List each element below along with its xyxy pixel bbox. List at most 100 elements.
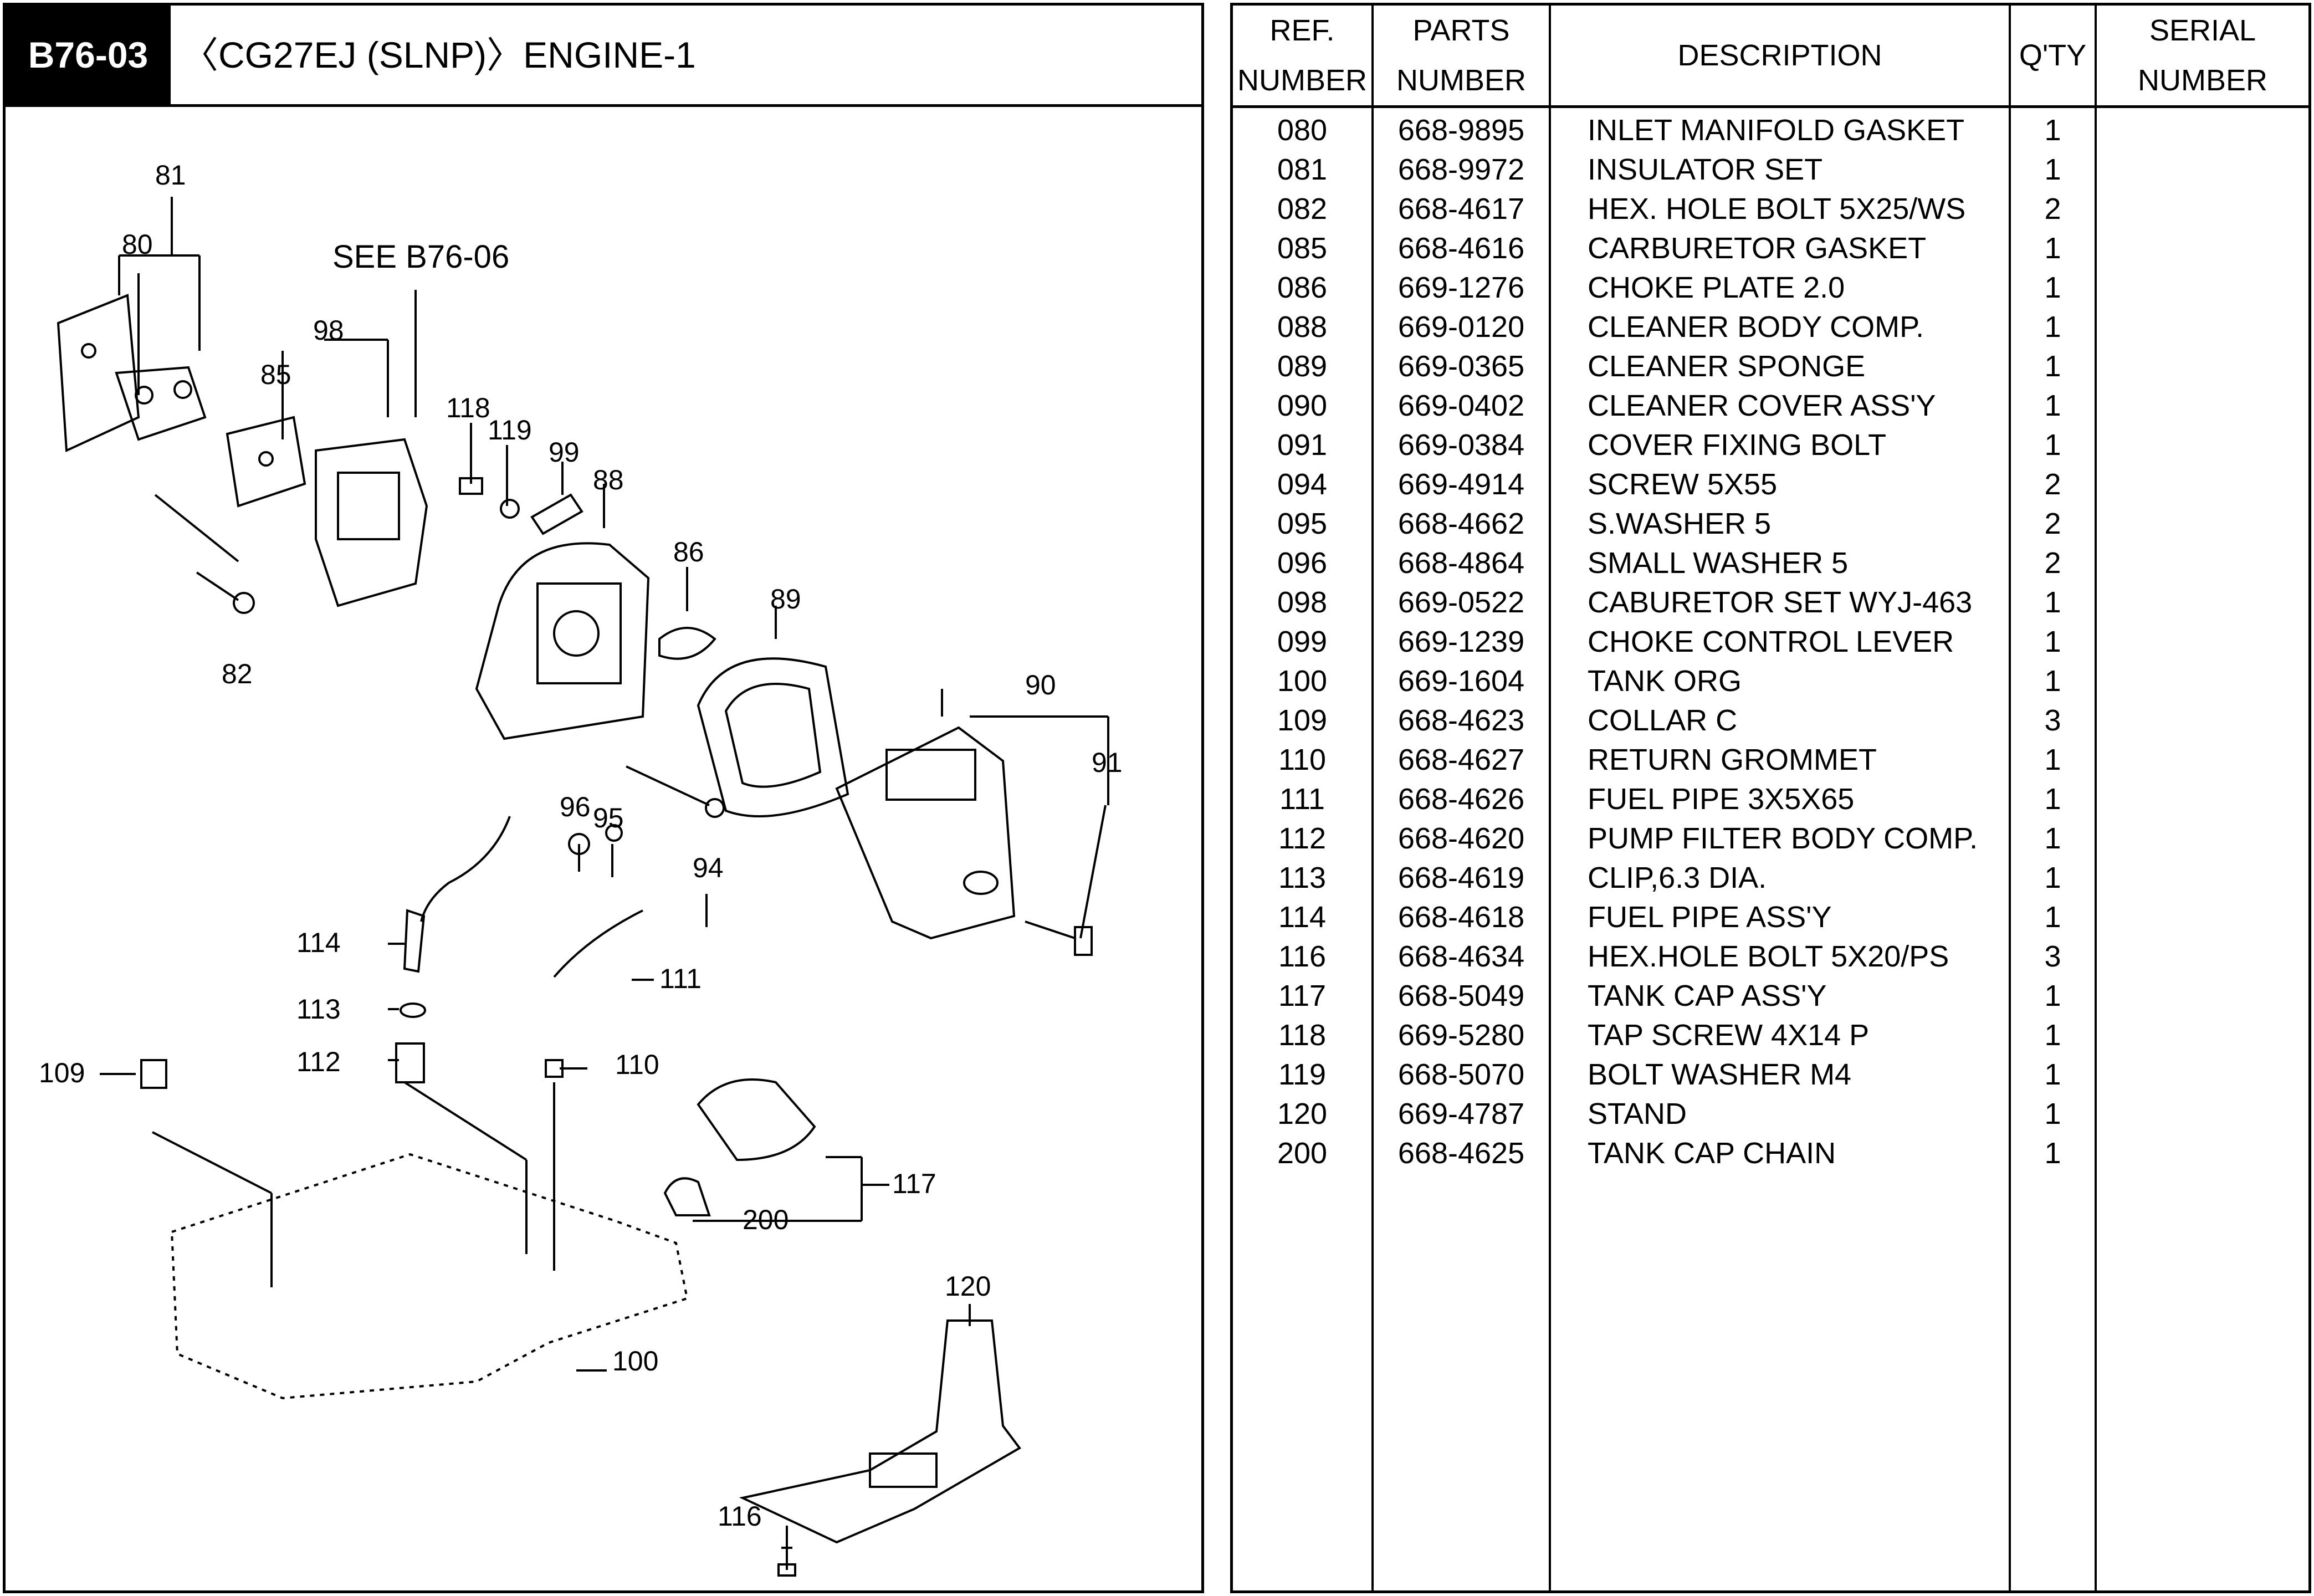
header-ref-number: REF.NUMBER — [1237, 14, 1367, 97]
ref-number-cell: 099 — [1277, 625, 1328, 658]
part-number-cell: 669-5280 — [1397, 1019, 1525, 1052]
callout-200: 200 — [743, 1204, 789, 1235]
description-cell: TANK CAP ASS'Y — [1588, 979, 1827, 1012]
qty-cell: 1 — [2044, 822, 2061, 855]
page-code-badge: B76-03 — [6, 6, 171, 104]
qty-cell: 3 — [2044, 940, 2061, 973]
see-reference-note: SEE B76-06 — [332, 239, 509, 275]
qty-cell: 1 — [2044, 664, 2061, 698]
qty-cell: 1 — [2044, 586, 2061, 619]
qty-cell: 1 — [2044, 232, 2061, 265]
qty-cell: 1 — [2044, 625, 2061, 658]
part-number-cell: 669-1239 — [1397, 625, 1525, 658]
qty-cell: 2 — [2044, 546, 2061, 580]
description-cell: COLLAR C — [1588, 704, 1738, 737]
part-number-cell: 669-4914 — [1397, 468, 1525, 501]
ref-number-cell: 116 — [1278, 940, 1327, 973]
callout-113: 113 — [296, 994, 341, 1025]
callout-86: 86 — [673, 536, 704, 567]
callout-88: 88 — [593, 464, 624, 495]
callout-110: 110 — [615, 1049, 659, 1080]
qty-cell: 1 — [2044, 350, 2061, 383]
ref-number-cell: 200 — [1277, 1137, 1328, 1170]
callout-118: 118 — [446, 392, 490, 423]
table-row: 100 669-1604 TANK ORG 1 — [1233, 662, 2308, 701]
qty-cell: 2 — [2044, 507, 2061, 540]
callout-112: 112 — [296, 1046, 341, 1077]
callout-94: 94 — [693, 852, 724, 883]
part-number-cell: 668-4625 — [1397, 1137, 1525, 1170]
qty-cell: 1 — [2044, 153, 2061, 186]
ref-number-cell: 118 — [1278, 1019, 1327, 1052]
ref-number-cell: 109 — [1277, 704, 1328, 737]
qty-cell: 1 — [2044, 428, 2061, 462]
ref-number-cell: 110 — [1278, 743, 1327, 776]
description-cell: FUEL PIPE 3X5X65 — [1588, 782, 1855, 816]
description-cell: RETURN GROMMET — [1588, 743, 1877, 776]
description-cell: PUMP FILTER BODY COMP. — [1588, 822, 1978, 855]
qty-cell: 1 — [2044, 1019, 2061, 1052]
part-number-cell: 668-5049 — [1397, 979, 1525, 1012]
callout-120: 120 — [945, 1271, 991, 1302]
callout-98: 98 — [313, 315, 344, 346]
qty-cell: 1 — [2044, 271, 2061, 304]
part-number-cell: 669-1604 — [1397, 664, 1525, 698]
ref-number-cell: 080 — [1277, 114, 1328, 147]
callout-96: 96 — [560, 791, 591, 822]
qty-cell: 1 — [2044, 901, 2061, 934]
callout-114: 114 — [296, 927, 341, 958]
header-description: DESCRIPTION — [1677, 39, 1882, 72]
callout-117: 117 — [892, 1168, 936, 1199]
part-number-cell: 669-0365 — [1397, 350, 1525, 383]
callout-82: 82 — [222, 658, 253, 689]
description-cell: CHOKE PLATE 2.0 — [1588, 271, 1845, 304]
page-title: 〈CG27EJ (SLNP)〉ENGINE-1 — [182, 34, 696, 75]
description-cell: TANK ORG — [1588, 664, 1742, 698]
ref-number-cell: 100 — [1277, 664, 1328, 698]
column-divider — [1549, 6, 1551, 1590]
exploded-parts-diagram: 81 80 SEE B76-06 98 85 118 119 99 88 86 … — [39, 160, 1123, 1577]
part-number-cell: 668-4626 — [1397, 782, 1525, 816]
part-number-cell: 669-0384 — [1397, 428, 1525, 462]
description-cell: CLEANER COVER ASS'Y — [1588, 389, 1936, 422]
ref-number-cell: 094 — [1277, 468, 1328, 501]
part-number-cell: 668-4623 — [1397, 704, 1525, 737]
part-number-cell: 669-4787 — [1397, 1097, 1525, 1130]
ref-number-cell: 088 — [1277, 310, 1328, 344]
description-cell: SCREW 5X55 — [1588, 468, 1778, 501]
qty-cell: 3 — [2044, 704, 2061, 737]
ref-number-cell: 095 — [1277, 507, 1328, 540]
part-number-cell: 668-4662 — [1397, 507, 1525, 540]
table-row: 099 669-1239 CHOKE CONTROL LEVER 1 — [1233, 622, 2308, 662]
callout-90: 90 — [1025, 669, 1056, 700]
part-number-cell: 668-5070 — [1397, 1058, 1525, 1091]
callout-99: 99 — [549, 437, 580, 468]
ref-number-cell: 119 — [1278, 1058, 1327, 1091]
qty-cell: 1 — [2044, 743, 2061, 776]
diagram-panel: B76-03 〈CG27EJ (SLNP)〉ENGINE-1 — [3, 3, 1204, 1593]
callout-91: 91 — [1092, 747, 1123, 778]
ref-number-cell: 090 — [1277, 389, 1328, 422]
part-number-cell: 669-0120 — [1397, 310, 1525, 344]
description-cell: CABURETOR SET WYJ-463 — [1588, 586, 1973, 619]
ref-number-cell: 117 — [1278, 979, 1327, 1012]
ref-number-cell: 082 — [1277, 192, 1328, 226]
part-number-cell: 668-4620 — [1397, 822, 1525, 855]
part-number-cell: 668-4627 — [1397, 743, 1525, 776]
description-cell: CHOKE CONTROL LEVER — [1588, 625, 1954, 658]
callout-119: 119 — [488, 415, 532, 446]
ref-number-cell: 114 — [1278, 901, 1327, 934]
